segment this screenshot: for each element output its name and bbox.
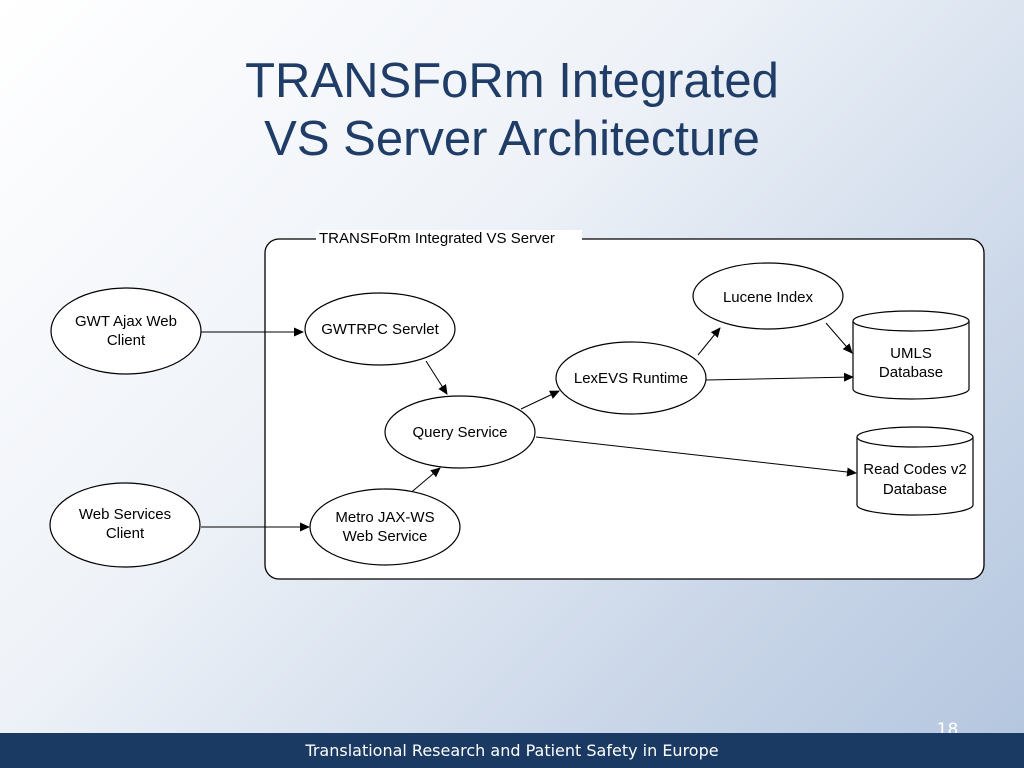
arrow-lexevs-to-lucene <box>697 327 721 356</box>
gwtrpc-servlet-node: GWTRPC Servlet <box>304 292 456 366</box>
read-codes-label-1: Read Codes v2 <box>863 461 966 478</box>
arrow-gwtrpc-to-query <box>425 360 448 395</box>
gwt-client-label-1: GWT Ajax Web <box>75 313 177 330</box>
footer-text: Translational Research and Patient Safet… <box>305 741 719 760</box>
ws-client-node: Web Services Client <box>49 482 201 568</box>
gwt-client-node: GWT Ajax Web Client <box>50 287 202 375</box>
metro-label-1: Metro JAX-WS <box>335 509 434 526</box>
umls-database-node: UMLS Database <box>852 310 970 400</box>
umls-label-2: Database <box>879 364 943 381</box>
arrow-query-to-readcodes <box>535 436 857 477</box>
arrow-lucene-to-umls <box>825 322 853 354</box>
server-label: TRANSFoRm Integrated VS Server <box>319 230 555 247</box>
slide-title: TRANSFoRm Integrated VS Server Architect… <box>0 52 1024 168</box>
ws-client-label-1: Web Services <box>79 506 171 523</box>
arrow-query-to-lexevs <box>520 390 560 410</box>
lexevs-runtime-node: LexEVS Runtime <box>555 341 707 415</box>
gwt-client-label-2: Client <box>107 332 146 349</box>
read-codes-database-node: Read Codes v2 Database <box>856 426 974 516</box>
query-service-node: Query Service <box>384 395 536 469</box>
metro-jaxws-node: Metro JAX-WS Web Service <box>309 488 461 566</box>
umls-label-1: UMLS <box>890 345 932 362</box>
metro-label-2: Web Service <box>343 528 428 545</box>
slide-title-line-2: VS Server Architecture <box>264 112 760 166</box>
query-service-label: Query Service <box>412 424 507 441</box>
lucene-index-label: Lucene Index <box>723 289 814 306</box>
lucene-index-node: Lucene Index <box>692 262 844 330</box>
lexevs-runtime-label: LexEVS Runtime <box>574 370 688 387</box>
ws-client-label-2: Client <box>106 525 145 542</box>
slide-title-line-1: TRANSFoRm Integrated <box>245 54 779 108</box>
arrow-lexevs-to-umls <box>705 372 854 382</box>
gwtrpc-servlet-label: GWTRPC Servlet <box>321 321 439 338</box>
read-codes-label-2: Database <box>883 481 947 498</box>
footer-bar: Translational Research and Patient Safet… <box>0 733 1024 768</box>
server-label-background <box>316 230 582 248</box>
arrow-metro-to-query <box>407 467 441 496</box>
